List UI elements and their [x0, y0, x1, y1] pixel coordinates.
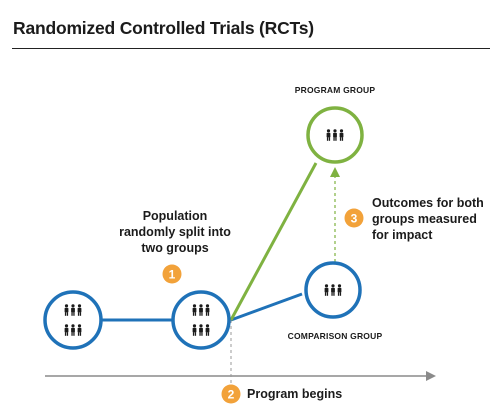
comparison-connector [230, 292, 303, 322]
split-line-1: Population [142, 209, 208, 223]
program-begins-label: Program begins [247, 387, 343, 401]
outcomes-line-2: groups measured [372, 212, 477, 226]
program-group-label: PROGRAM GROUP [294, 85, 376, 95]
step-3-badge: 3 [344, 208, 364, 228]
outcomes-description: Outcomes for both groups measured for im… [372, 195, 502, 243]
outcomes-line-3: for impact [372, 228, 433, 242]
comparison-group-circle [304, 261, 362, 319]
program-connector [229, 162, 318, 321]
split-line-2: randomly split into [119, 225, 231, 239]
step-1-badge: 1 [162, 264, 182, 284]
step-3-number: 3 [351, 212, 358, 226]
program-group-circle [306, 106, 364, 164]
comparison-group-label: COMPARISON GROUP [287, 331, 383, 341]
title-underline [12, 48, 490, 49]
split-circle [171, 290, 231, 350]
population-circle [43, 290, 103, 350]
step-1-number: 1 [169, 268, 176, 282]
split-description: Population randomly split into two group… [105, 208, 245, 256]
split-line-3: two groups [141, 241, 209, 255]
step-2-number: 2 [228, 388, 235, 402]
step-2-badge: 2 [221, 384, 241, 404]
outcomes-line-1: Outcomes for both [372, 196, 484, 210]
diagram-title: Randomized Controlled Trials (RCTs) [13, 18, 314, 38]
